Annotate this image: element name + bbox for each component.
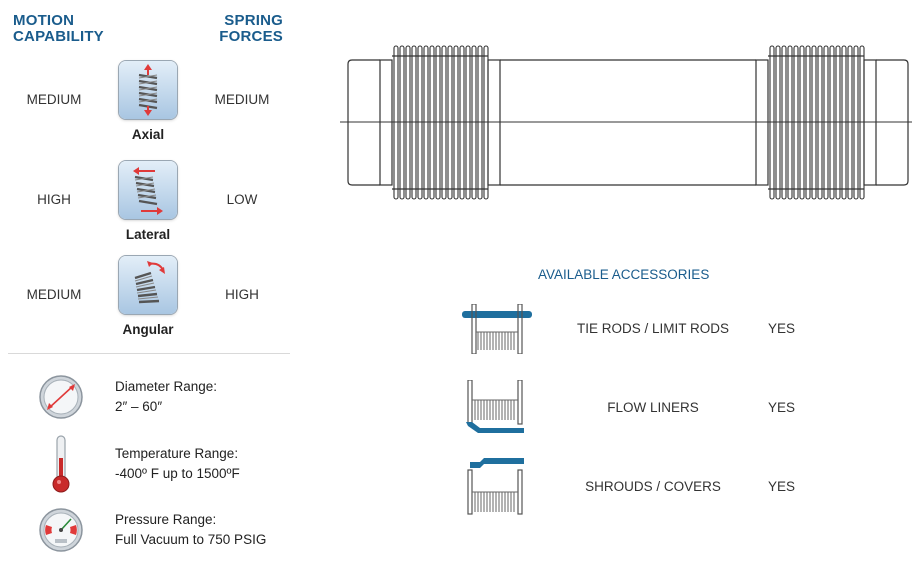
temperature-range: Temperature Range: -400º F up to 1500ºF <box>115 444 240 484</box>
axial-capability: MEDIUM <box>26 92 82 107</box>
bellows-convolution <box>411 45 417 200</box>
bellows-convolution <box>459 45 465 200</box>
bellows-convolution <box>393 45 399 200</box>
bellows-convolution <box>817 45 823 200</box>
motion-header-line2: CAPABILITY <box>13 28 104 45</box>
accessories-title: AVAILABLE ACCESSORIES <box>538 267 710 282</box>
bellows-convolution <box>429 45 435 200</box>
axial-motion-icon <box>119 61 177 119</box>
diameter-range-title: Diameter Range: <box>115 379 218 394</box>
bellows-convolution <box>441 45 447 200</box>
temperature-range-title: Temperature Range: <box>115 446 239 461</box>
bellows-convolution <box>769 45 775 200</box>
spring-forces-header: SPRING FORCES <box>200 13 283 45</box>
pressure-gauge-icon <box>38 507 84 553</box>
tie-rods-availability: YES <box>768 321 796 336</box>
bellows-convolution <box>811 45 817 200</box>
angular-spring-force: HIGH <box>225 287 259 302</box>
spring-header-line1: SPRING <box>224 12 283 29</box>
pressure-range: Pressure Range: Full Vacuum to 750 PSIG <box>115 510 266 550</box>
bellows-convolution <box>823 45 829 200</box>
axial-label: Axial <box>131 127 165 142</box>
bellows-convolution <box>423 45 429 200</box>
bellows-convolution <box>417 45 423 200</box>
pressure-range-value: Full Vacuum to 750 PSIG <box>115 532 267 547</box>
bellows-convolution <box>471 45 477 200</box>
bellows-convolution <box>465 45 471 200</box>
motion-header-line1: MOTION <box>13 12 75 29</box>
diameter-range: Diameter Range: 2″ – 60″ <box>115 377 217 417</box>
flow-liners-label: FLOW LINERS <box>607 400 699 415</box>
bellows-convolution <box>853 45 859 200</box>
shrouds-availability: YES <box>768 479 796 494</box>
shrouds-label: SHROUDS / COVERS <box>585 479 721 494</box>
bellows-convolution <box>775 45 781 200</box>
bellows-convolution <box>859 45 865 200</box>
bellows-convolution <box>799 45 805 200</box>
flow-liner-icon <box>464 379 526 436</box>
lateral-spring-force: LOW <box>226 192 258 207</box>
lateral-label: Lateral <box>125 227 171 242</box>
bellows-convolution <box>835 45 841 200</box>
bellows-convolution <box>847 45 853 200</box>
diameter-gauge-icon <box>38 374 84 420</box>
bellows-convolution <box>453 45 459 200</box>
temperature-range-value: -400º F up to 1500ºF <box>115 466 240 481</box>
lateral-motion-icon <box>119 161 177 219</box>
thermometer-icon <box>50 434 72 494</box>
angular-capability: MEDIUM <box>26 287 82 302</box>
spring-header-line2: FORCES <box>219 28 283 45</box>
bellows-convolution <box>405 45 411 200</box>
angular-label: Angular <box>122 322 174 337</box>
bellows-convolution <box>447 45 453 200</box>
bellows-convolution <box>841 45 847 200</box>
diameter-range-value: 2″ – 60″ <box>115 399 163 414</box>
bellows-convolution <box>435 45 441 200</box>
bellows-convolution <box>829 45 835 200</box>
bellows-convolution <box>781 45 787 200</box>
bellows-convolution <box>805 45 811 200</box>
bellows-convolution <box>477 45 483 200</box>
bellows-convolution <box>483 45 489 200</box>
angular-motion-icon <box>119 256 177 314</box>
flow-liners-availability: YES <box>768 400 796 415</box>
tie-rods-label: TIE RODS / LIMIT RODS <box>576 321 730 336</box>
pressure-range-title: Pressure Range: <box>115 512 217 527</box>
lateral-capability: HIGH <box>37 192 71 207</box>
bellows-convolution <box>793 45 799 200</box>
section-divider <box>8 353 290 354</box>
motion-capability-header: MOTION CAPABILITY <box>13 13 104 45</box>
bellows-convolution <box>787 45 793 200</box>
shroud-icon <box>464 458 526 516</box>
bellows-convolution <box>399 45 405 200</box>
axial-spring-force: MEDIUM <box>214 92 270 107</box>
expansion-joint-drawing <box>340 45 912 200</box>
tie-rods-icon <box>462 303 532 355</box>
